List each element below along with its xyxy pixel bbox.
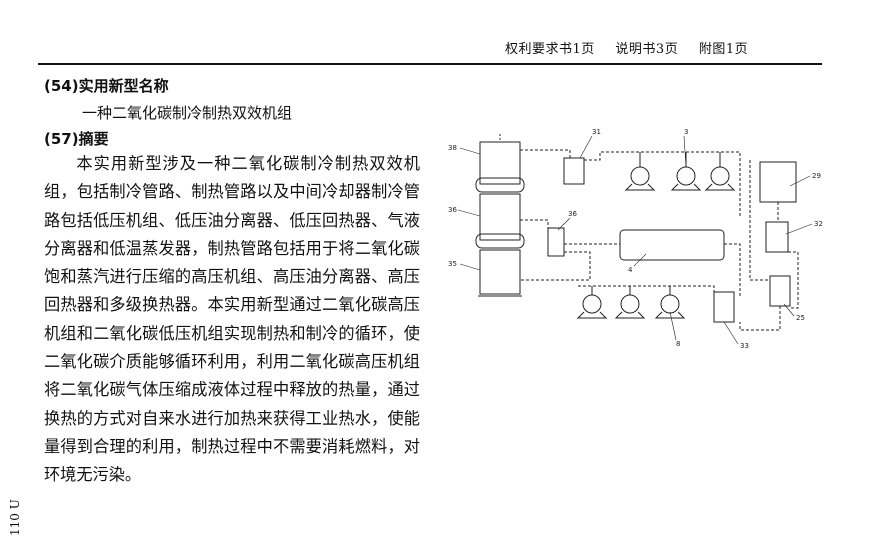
component-33	[713, 291, 735, 323]
header-page-counts: 权利要求书1页 说明书3页 附图1页	[505, 38, 764, 57]
pipe-tank-out	[724, 243, 741, 296]
label-36-small: 36	[568, 210, 577, 218]
label-33: 33	[740, 342, 749, 350]
description-pages: 说明书3页	[615, 42, 679, 57]
pipe-38-31	[520, 149, 571, 160]
evaporator-group-8	[576, 285, 715, 319]
pipe-right	[749, 160, 770, 281]
unit-38	[479, 141, 521, 185]
utility-model-name: 一种二氧化碳制冷制热双效机组	[82, 104, 293, 122]
pipe-32-25	[788, 251, 799, 309]
component-25	[769, 275, 791, 307]
header-rule	[38, 63, 822, 65]
abstract-text: 本实用新型涉及一种二氧化碳制冷制热双效机组，包括制冷管路、制热管路以及中间冷却器…	[44, 154, 420, 485]
unit-36	[479, 193, 521, 241]
label-36: 36	[448, 206, 457, 214]
pipe-35	[520, 251, 591, 281]
abstract-figure: 38 36 35 31 3 29 32 36 4 33 25 8	[448, 128, 823, 350]
label-8: 8	[676, 340, 680, 348]
claims-pages: 权利要求书1页	[505, 42, 595, 57]
pipe-31-evaporators	[584, 151, 741, 216]
component-29	[759, 161, 797, 203]
label-3: 3	[684, 128, 688, 136]
label-35: 35	[448, 260, 457, 268]
component-32	[765, 221, 789, 253]
name-heading: (54)实用新型名称	[44, 77, 169, 95]
tank-4	[619, 229, 725, 261]
label-32: 32	[814, 220, 823, 228]
label-25: 25	[796, 314, 805, 322]
pipe-36	[520, 219, 549, 232]
leader-lines	[457, 135, 813, 345]
pipe-25-33	[739, 306, 781, 331]
unit-35	[479, 249, 521, 295]
evaporator-group-3	[624, 152, 736, 191]
label-31: 31	[592, 128, 601, 136]
drawing-pages: 附图1页	[698, 42, 749, 57]
unit-36-base	[475, 233, 525, 249]
label-4: 4	[628, 266, 633, 274]
label-29: 29	[812, 172, 821, 180]
label-38: 38	[448, 144, 457, 152]
component-31	[563, 157, 585, 185]
unit-38-base	[475, 177, 525, 193]
abstract-heading: (57)摘要	[44, 130, 109, 148]
side-number: 110 U	[8, 499, 22, 536]
component-36-small	[547, 227, 565, 257]
